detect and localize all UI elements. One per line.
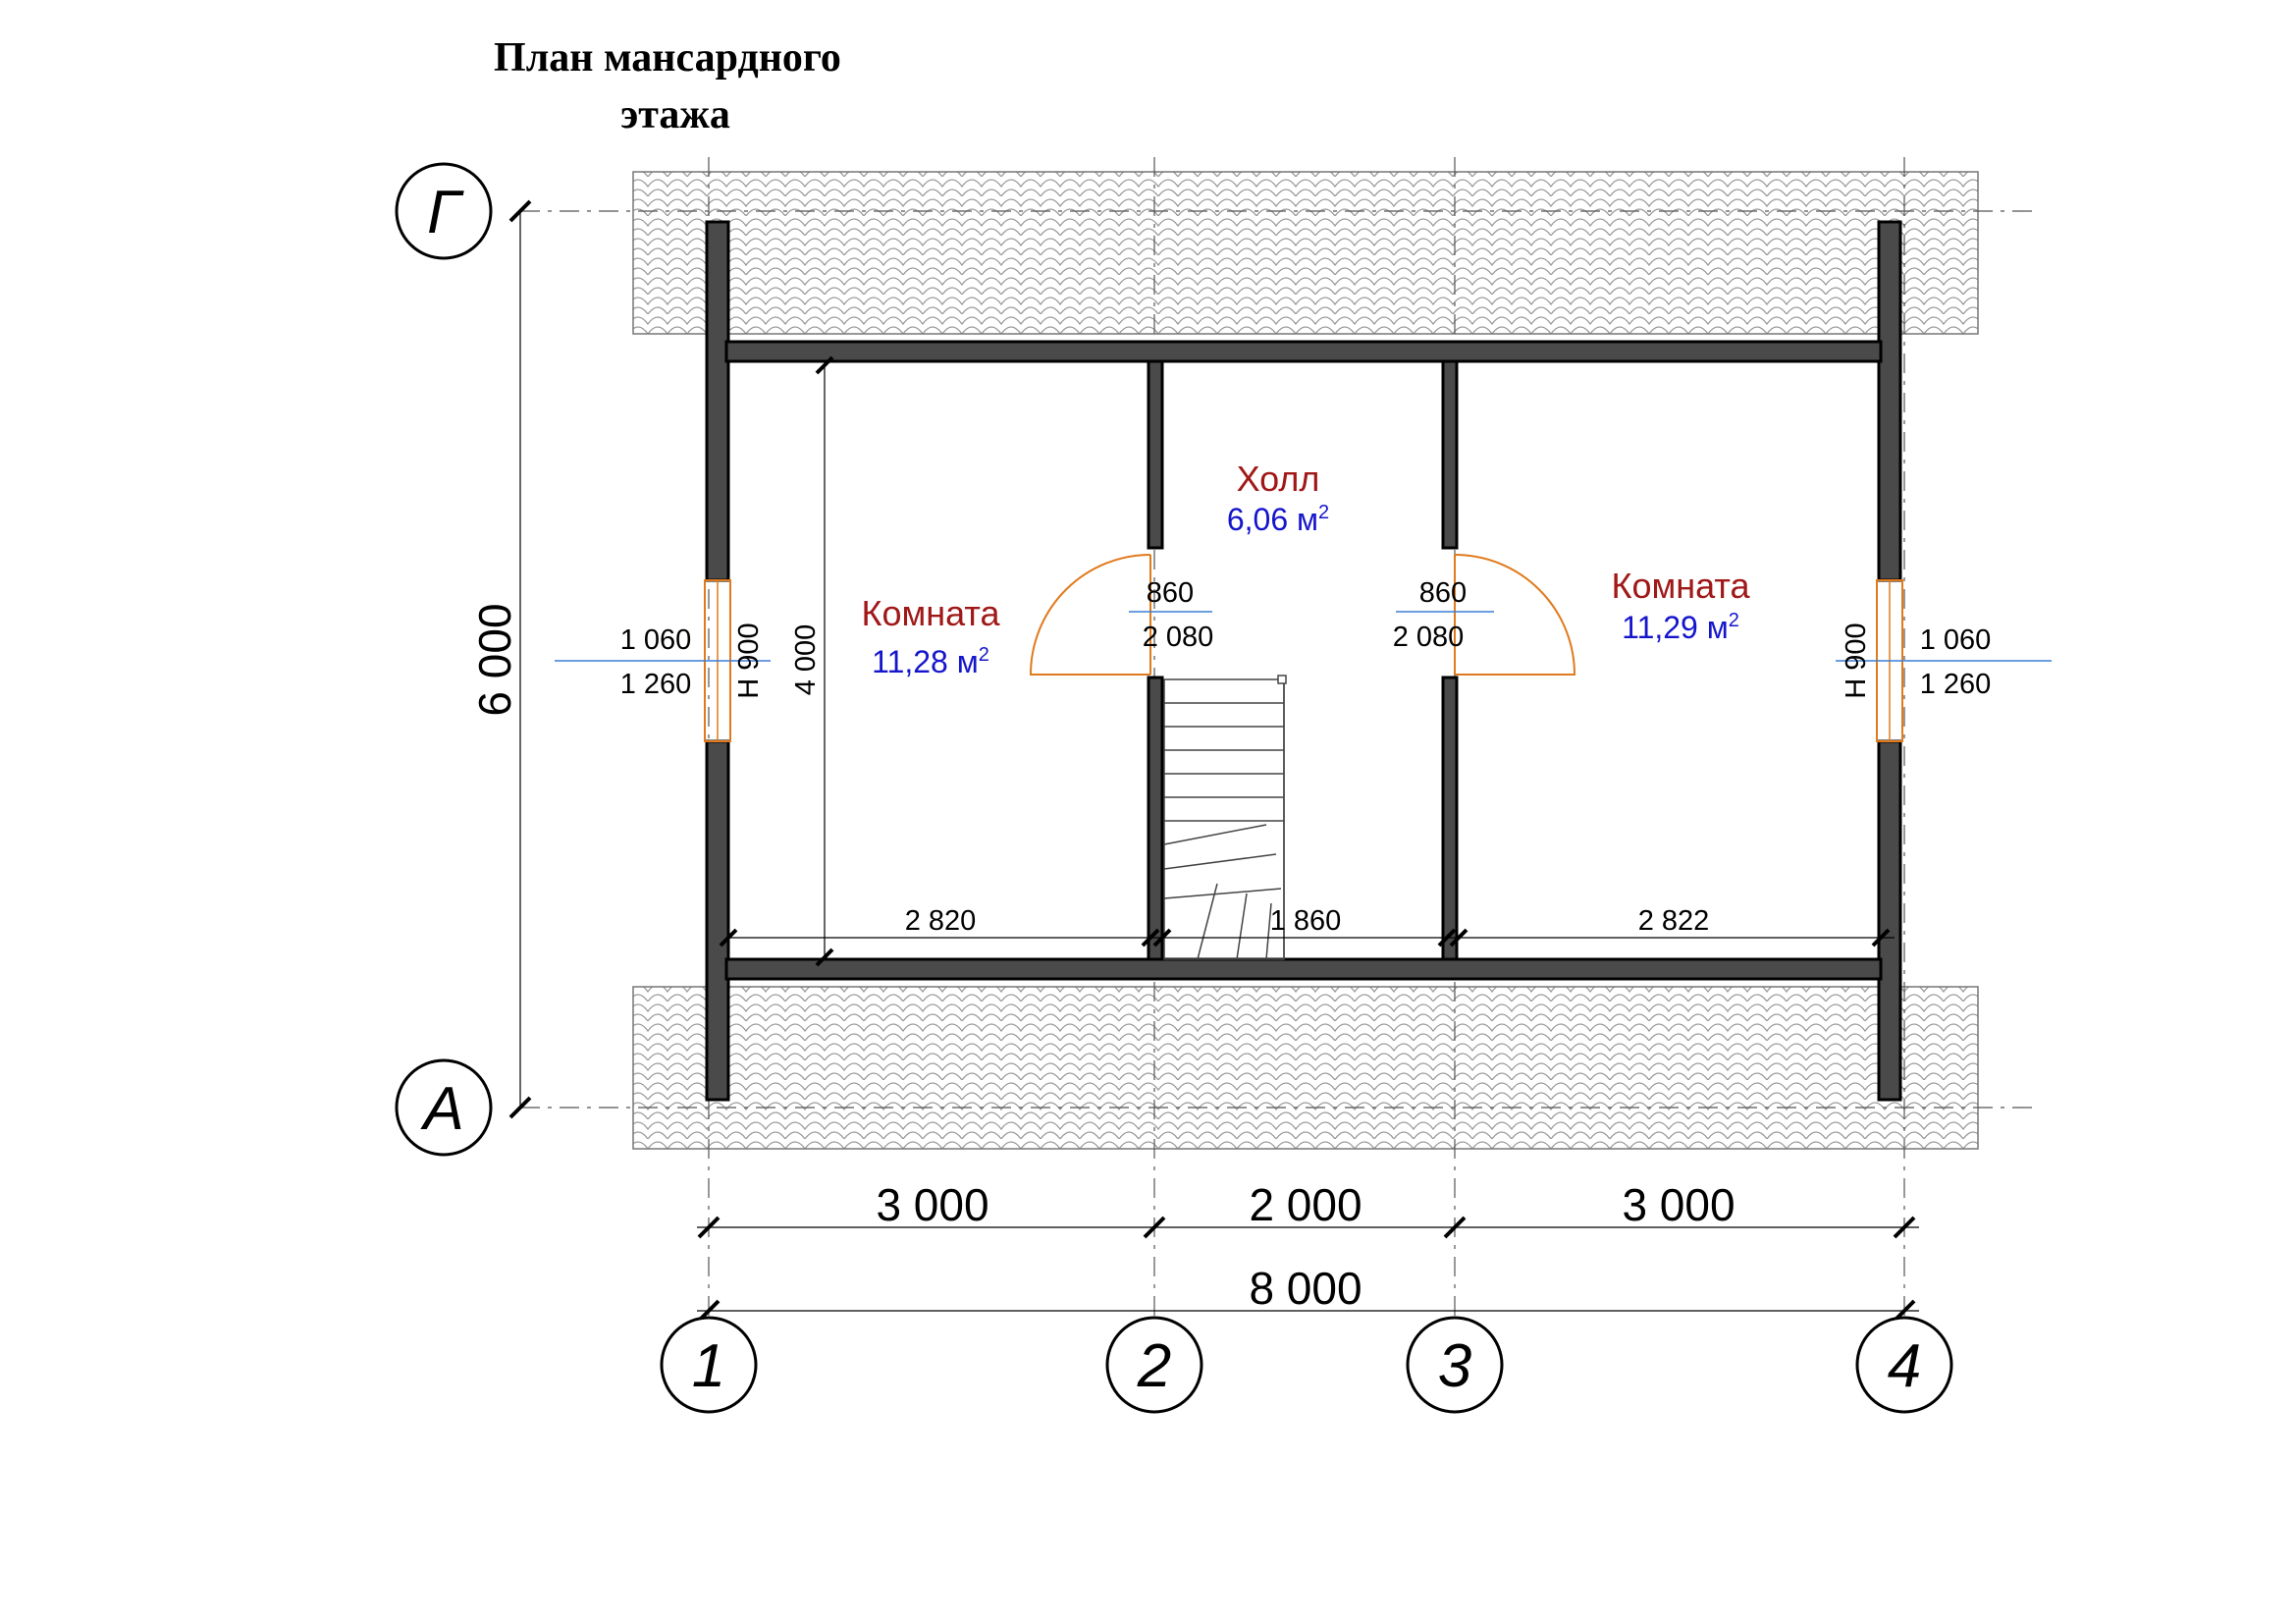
span-2-label: 2 000 xyxy=(1249,1179,1362,1230)
axis-col-4: 4 xyxy=(1855,1316,1953,1414)
room-hall-name: Холл xyxy=(1237,459,1320,499)
door-right-width: 860 xyxy=(1419,577,1467,609)
wall-left-upper xyxy=(705,220,730,582)
wall-bottom xyxy=(724,957,1883,981)
window-left-sill: Н 900 xyxy=(733,623,765,698)
overall-height-dimension xyxy=(508,199,532,1119)
room-right-name: Комната xyxy=(1612,566,1751,606)
window-left-width: 1 060 xyxy=(620,624,692,656)
wall-partition-3-lower xyxy=(1441,676,1459,961)
walls xyxy=(705,220,1902,1102)
window-right-width: 1 060 xyxy=(1920,624,1992,656)
overall-height-label: 6 000 xyxy=(469,603,520,716)
door-right xyxy=(1454,554,1576,676)
title-line-1: План мансардного xyxy=(494,35,841,81)
inner-height-label: 4 000 xyxy=(790,624,822,696)
axis-row-g: Г xyxy=(395,162,493,260)
bottom-dimension-lines xyxy=(697,1216,1919,1323)
axis-col-2-label: 2 xyxy=(1137,1332,1171,1400)
inner-span-2-label: 1 860 xyxy=(1270,905,1342,937)
wall-top xyxy=(724,340,1883,363)
inner-span-1-label: 2 820 xyxy=(905,905,977,937)
axis-col-3-label: 3 xyxy=(1438,1332,1471,1400)
wall-right-upper xyxy=(1877,220,1902,582)
axis-col-3: 3 xyxy=(1406,1316,1504,1414)
axis-col-1-label: 1 xyxy=(692,1332,725,1400)
room-left-name: Комната xyxy=(862,593,1001,633)
window-left-height: 1 260 xyxy=(620,669,692,700)
inner-dimension-lines xyxy=(719,355,1895,967)
wall-left-lower xyxy=(705,739,730,1102)
door-left-width: 860 xyxy=(1147,577,1194,609)
axis-row-a: А xyxy=(395,1058,493,1157)
room-right-area: 11,29 м2 xyxy=(1622,610,1739,645)
axis-col-2: 2 xyxy=(1105,1316,1203,1414)
wall-partition-3-upper xyxy=(1441,359,1459,550)
wall-partition-2-upper xyxy=(1147,359,1164,550)
room-hall-area: 6,06 м2 xyxy=(1227,502,1329,537)
roof-overhang-bottom xyxy=(632,986,1979,1150)
window-right-sill: Н 900 xyxy=(1841,623,1872,698)
roof-overhang-top xyxy=(632,171,1979,335)
door-left-height: 2 080 xyxy=(1143,622,1214,653)
window-right-height: 1 260 xyxy=(1920,669,1992,700)
door-left xyxy=(1029,554,1151,676)
door-right-height: 2 080 xyxy=(1393,622,1465,653)
wall-right-lower xyxy=(1877,739,1902,1102)
axis-row-a-label: А xyxy=(419,1075,463,1143)
room-left-area: 11,28 м2 xyxy=(872,644,989,679)
overall-width-label: 8 000 xyxy=(1249,1263,1362,1314)
staircase xyxy=(1163,675,1287,960)
span-1-label: 3 000 xyxy=(876,1179,988,1230)
axis-col-4-label: 4 xyxy=(1888,1332,1921,1400)
span-3-label: 3 000 xyxy=(1622,1179,1735,1230)
wall-partition-2-lower xyxy=(1147,676,1164,961)
title-line-2: этажа xyxy=(620,92,730,137)
inner-span-3-label: 2 822 xyxy=(1638,905,1710,937)
axis-col-1: 1 xyxy=(660,1316,758,1414)
axis-row-g-label: Г xyxy=(427,179,464,246)
